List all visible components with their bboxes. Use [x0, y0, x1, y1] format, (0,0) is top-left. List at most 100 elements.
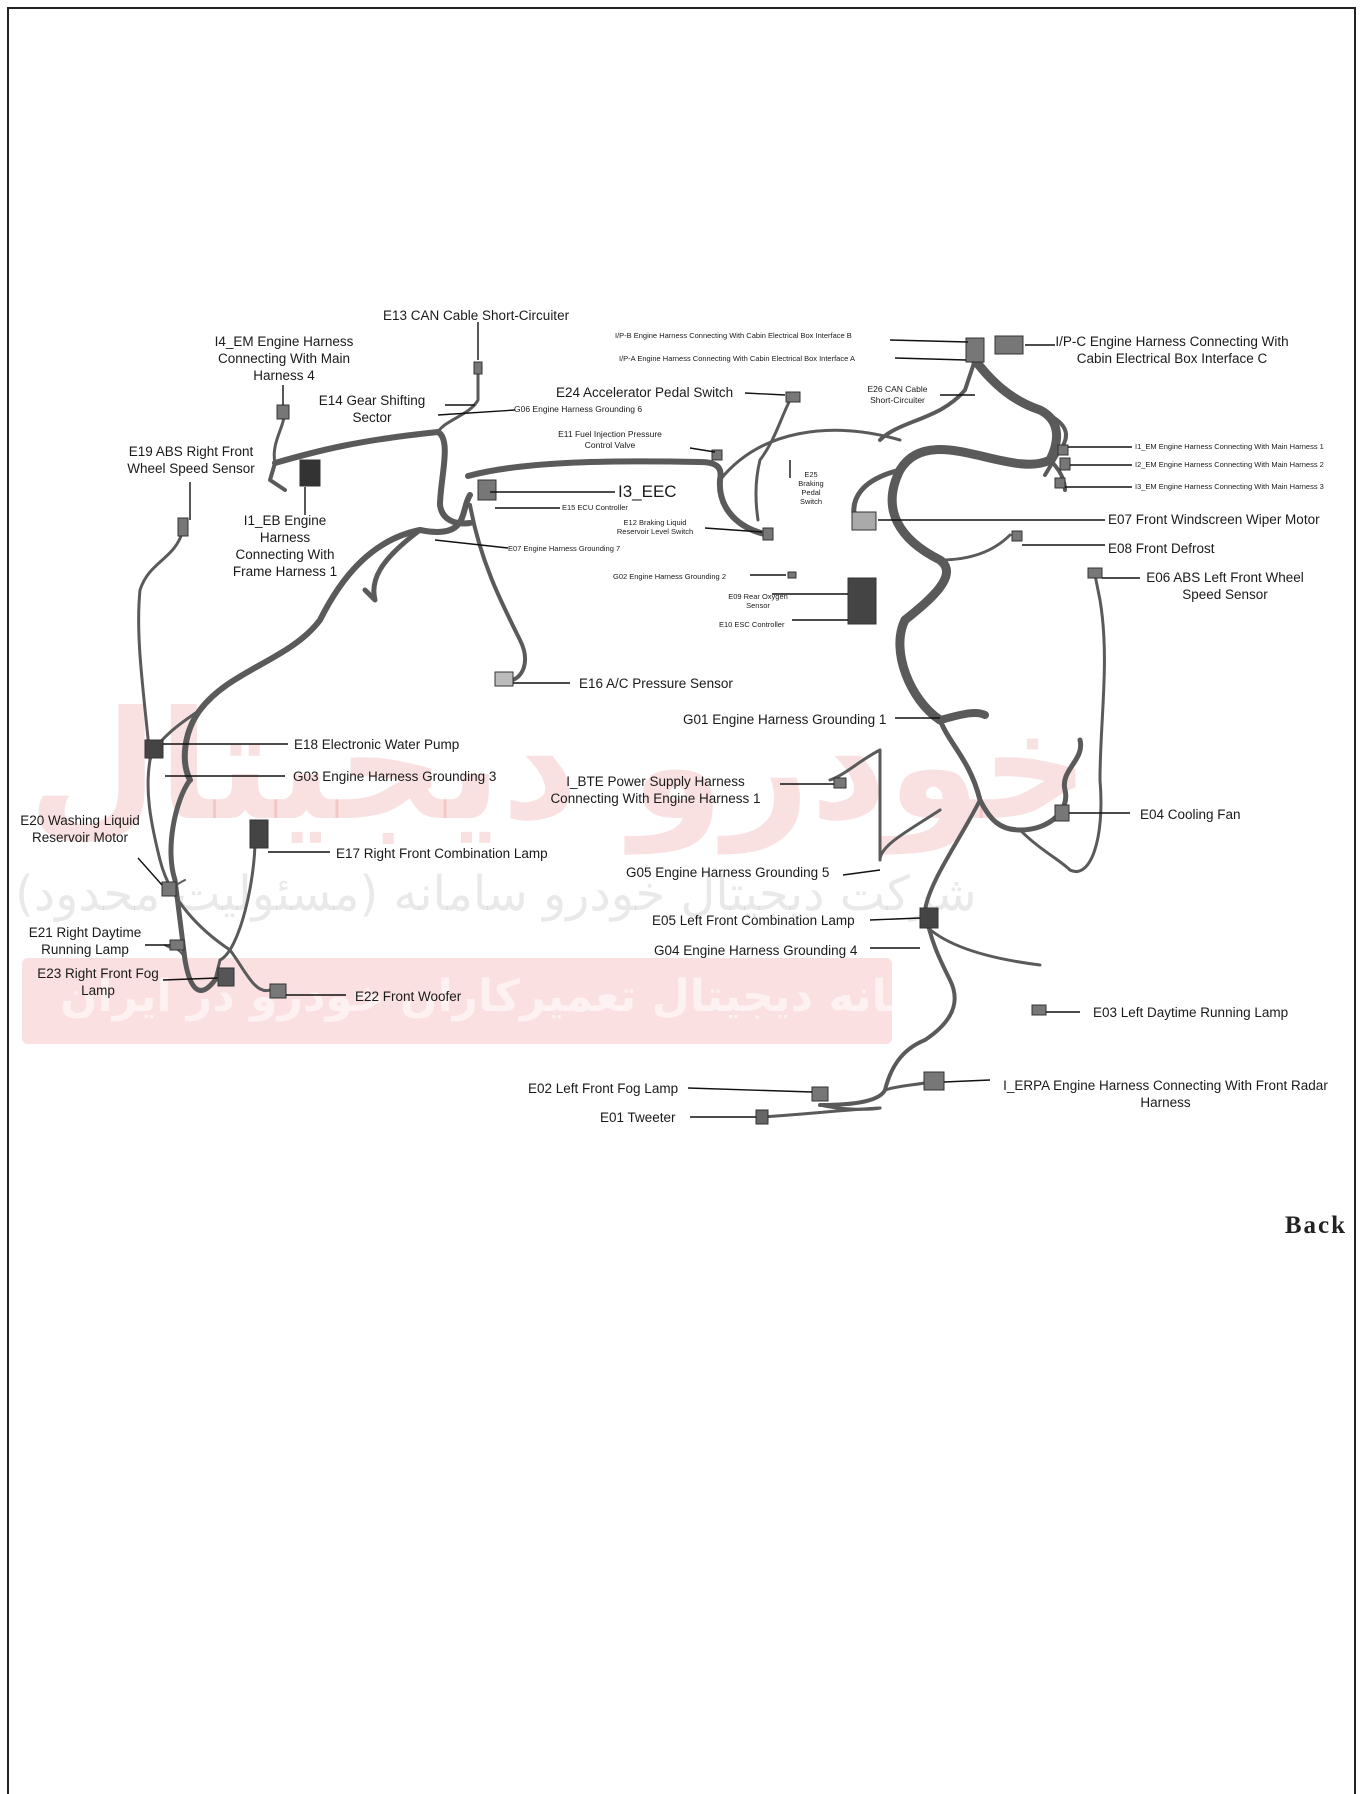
- label-ip-a: I/P-A Engine Harness Connecting With Cab…: [619, 354, 855, 363]
- label-e01: E01 Tweeter: [600, 1110, 676, 1125]
- back-link[interactable]: Back: [1284, 1212, 1347, 1239]
- watermark-band: [22, 958, 892, 1044]
- connector-e21: [169, 939, 185, 951]
- label-e10: E10 ESC Controller: [719, 620, 785, 629]
- harness-e19-branch: [137, 528, 185, 762]
- connector-e05: [919, 907, 939, 929]
- label-e26: E26 CAN Cable Short-Circuiter: [867, 384, 928, 405]
- label-e23: E23 Right Front Fog Lamp: [37, 966, 159, 998]
- connector-ip-c: [994, 335, 1024, 355]
- harness-g05-branch: [878, 748, 942, 862]
- harness-e06-branch: [1068, 573, 1106, 873]
- harness-e26-branch: [878, 358, 977, 442]
- connector-i-erpa: [923, 1071, 945, 1091]
- harness-left-outer: [168, 777, 218, 993]
- connector-e06: [1087, 567, 1103, 579]
- leader-e07g: [434, 539, 509, 549]
- leader-e02: [687, 1087, 813, 1093]
- harness-e04-branch: [1018, 828, 1072, 872]
- harness-lower-center: [818, 908, 957, 1107]
- connector-e15-ecu: [477, 479, 497, 501]
- connector-e01: [755, 1109, 769, 1125]
- label-e17: E17 Right Front Combination Lamp: [336, 846, 548, 861]
- connector-e09-e10: [847, 577, 877, 625]
- harness-e17-branch: [213, 838, 257, 982]
- label-e16: E16 A/C Pressure Sensor: [579, 676, 733, 691]
- label-e14: E14 Gear Shifting Sector: [318, 393, 426, 425]
- label-ip-b: I/P-B Engine Harness Connecting With Cab…: [615, 331, 852, 340]
- label-e19: E19 ABS Right Front Wheel Speed Sensor: [127, 444, 255, 476]
- connector-e19: [177, 517, 189, 537]
- label-e13: E13 CAN Cable Short-Circuiter: [383, 308, 570, 323]
- label-e05: E05 Left Front Combination Lamp: [652, 913, 855, 928]
- connector-e24: [785, 391, 801, 403]
- connector-e18: [144, 739, 164, 759]
- connector-i3-em: [1054, 477, 1066, 489]
- harness-left-inner: [146, 708, 232, 952]
- connector-e22: [269, 983, 287, 999]
- label-i1-em: I1_EM Engine Harness Connecting With Mai…: [1135, 442, 1324, 451]
- label-i-bte: I_BTE Power Supply Harness Connecting Wi…: [550, 774, 761, 806]
- label-g05: G05 Engine Harness Grounding 5: [626, 865, 830, 880]
- connector-e17: [249, 819, 269, 849]
- label-i3-em: I3_EM Engine Harness Connecting With Mai…: [1135, 482, 1324, 491]
- connector-e20: [161, 881, 177, 897]
- label-e25: E25 Braking Pedal Switch: [798, 470, 824, 506]
- harness-e01-branch: [758, 1106, 882, 1119]
- label-e09: E09 Rear Oxygen Sensor: [728, 592, 788, 610]
- connector-g02: [787, 571, 797, 579]
- connector-e02: [811, 1086, 829, 1102]
- label-e07: E07 Front Windscreen Wiper Motor: [1108, 512, 1320, 527]
- leader-i-erpa: [943, 1079, 991, 1083]
- connector-ibte: [833, 777, 847, 789]
- connector-e16: [494, 671, 514, 687]
- leader-e20: [137, 857, 163, 886]
- harness-upper-trunk: [272, 429, 473, 527]
- label-e21: E21 Right Daytime Running Lamp: [28, 925, 142, 957]
- connector-ip-a-b: [965, 337, 985, 363]
- label-e11: E11 Fuel Injection Pressure Control Valv…: [558, 429, 662, 450]
- leader-ip-b: [889, 339, 969, 343]
- harness-e22-branch: [228, 948, 272, 993]
- leader-g06: [437, 409, 516, 416]
- leader-e12: [704, 527, 763, 533]
- harness-center-arc: [465, 458, 773, 538]
- label-e03: E03 Left Daytime Running Lamp: [1093, 1005, 1289, 1020]
- harness-ibte-branch: [828, 748, 882, 782]
- label-e06: E06 ABS Left Front Wheel Speed Sensor: [1146, 570, 1304, 602]
- leader-e24: [744, 392, 786, 396]
- connector-e04: [1054, 804, 1070, 822]
- harness-e13-branch: [436, 370, 480, 434]
- label-ip-c: I/P-C Engine Harness Connecting With Cab…: [1055, 334, 1289, 366]
- connector-i1-eb: [299, 459, 321, 487]
- leader-e23: [162, 977, 219, 981]
- harness-left-drop: [268, 461, 287, 492]
- leader-ip-a: [894, 357, 967, 361]
- harness-g01-branch: [936, 708, 989, 724]
- connector-i1-em: [1057, 444, 1069, 456]
- connector-e12: [762, 527, 774, 541]
- label-i3-eec: I3_EEC: [618, 482, 677, 501]
- leader-e05: [869, 917, 921, 921]
- connector-e03: [1031, 1004, 1047, 1016]
- label-e07-grounding: E07 Engine Harness Grounding 7: [508, 544, 621, 553]
- label-e02: E02 Left Front Fog Lamp: [528, 1081, 679, 1096]
- label-g01: G01 Engine Harness Grounding 1: [683, 712, 887, 727]
- label-i2-em: I2_EM Engine Harness Connecting With Mai…: [1135, 460, 1324, 469]
- label-e04: E04 Cooling Fan: [1140, 807, 1241, 822]
- label-e20: E20 Washing Liquid Reservoir Motor: [20, 813, 140, 845]
- label-e15: E15 ECU Controller: [562, 503, 628, 512]
- label-e08: E08 Front Defrost: [1108, 541, 1215, 556]
- connector-e13: [473, 361, 483, 375]
- harness-e08-branch: [938, 533, 1012, 562]
- watermark-logo-text: خودرو دیجیتال: [28, 680, 1090, 854]
- label-g02: G02 Engine Harness Grounding 2: [613, 572, 726, 581]
- connector-i4-em: [276, 404, 290, 420]
- label-e18: E18 Electronic Water Pump: [294, 737, 460, 752]
- harness-ip-trunk: [887, 355, 1062, 725]
- label-e22: E22 Front Woofer: [355, 989, 462, 1004]
- harness-g07-branch: [362, 527, 423, 603]
- label-g06: G06 Engine Harness Grounding 6: [514, 404, 643, 414]
- connector-e07: [851, 511, 877, 531]
